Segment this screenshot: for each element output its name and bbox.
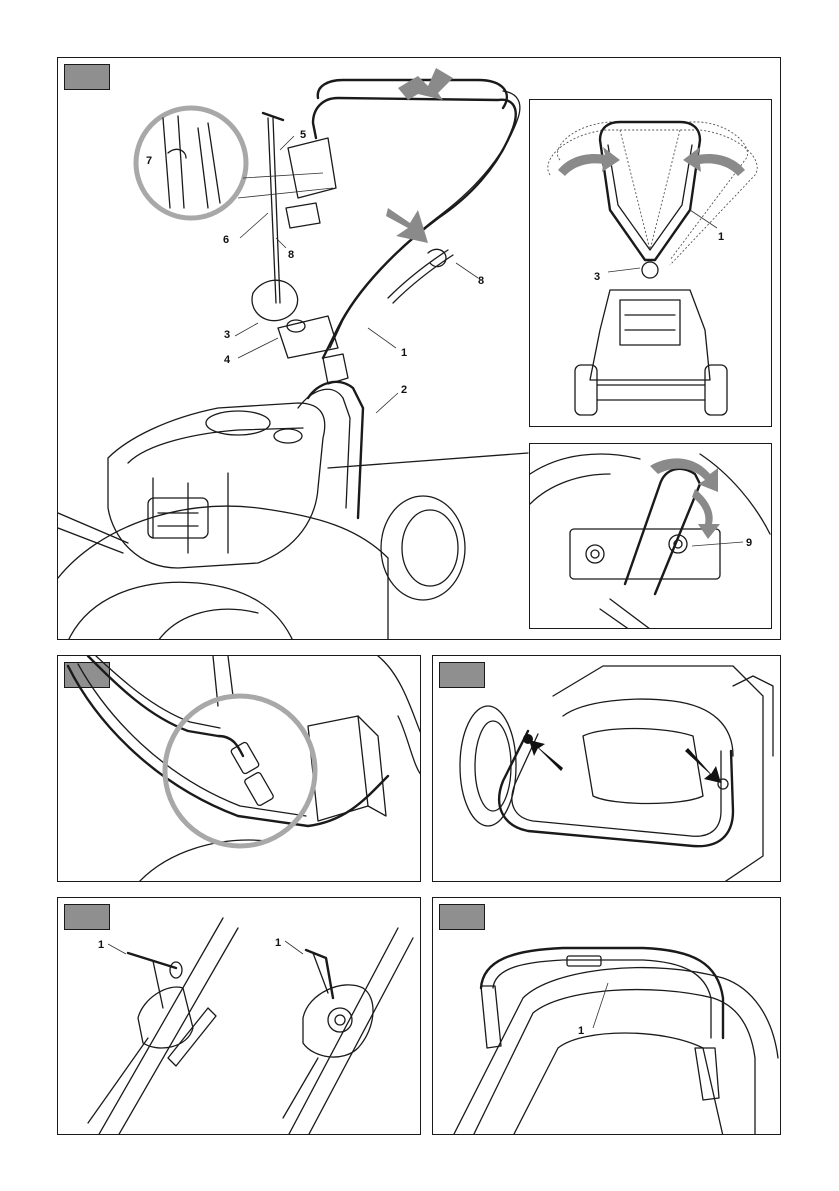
bolt-adjust-drawing: 9 — [530, 444, 772, 629]
callout-3: 3 — [224, 329, 230, 341]
figure-panel-cable-connector — [57, 655, 421, 882]
mower-body — [590, 290, 710, 380]
bolt-left — [586, 545, 604, 563]
cable — [268, 118, 280, 303]
mower-deck-outline — [58, 506, 388, 640]
push-down-arrow-icon — [386, 208, 428, 243]
cable-connector-drawing — [58, 656, 421, 882]
lever-flip-handle — [306, 950, 333, 998]
zoom-circle — [165, 696, 315, 846]
grip-clamp-right — [695, 1048, 719, 1100]
handle-label-plate — [567, 956, 601, 966]
callout-4: 4 — [224, 354, 231, 366]
cable-harness-upper — [88, 656, 243, 756]
callout-7: 7 — [146, 155, 152, 167]
callout-6: 6 — [223, 234, 229, 246]
callout-3: 3 — [594, 271, 600, 283]
swing-right-arrow-icon — [683, 147, 745, 176]
callout-9: 9 — [746, 537, 752, 549]
wheel-right — [705, 365, 727, 415]
upper-handle-bar-drawing: 1 — [433, 898, 781, 1135]
handle-fold-drawing: 1 3 — [530, 100, 772, 427]
callout-8-right: 8 — [478, 275, 484, 287]
callout-1: 1 — [401, 347, 407, 359]
handle-tube — [625, 469, 700, 594]
pointer-arrow-right-icon — [685, 748, 721, 783]
connector-socket — [244, 772, 275, 807]
figure-panel-upper-handle-bar: 1 — [432, 897, 781, 1135]
pointer-arrow-left-icon — [529, 740, 563, 771]
wheel-left — [575, 365, 597, 415]
pull-up-arrow-icon — [398, 68, 453, 100]
cable-harness-lower — [68, 666, 388, 826]
callout-8-left: 8 — [288, 249, 294, 261]
knob — [642, 262, 658, 278]
callout-1-right: 1 — [275, 937, 281, 949]
callout-2: 2 — [401, 384, 407, 396]
lower-handle-mount-drawing — [433, 656, 781, 882]
figure-panel-lower-handle-mount — [432, 655, 781, 882]
connector-plug — [230, 741, 260, 774]
grip-clamp-left — [481, 986, 501, 1048]
handle-frame — [453, 968, 778, 1135]
handle-tube-right — [288, 928, 413, 1135]
lever-t-handle — [128, 953, 176, 968]
swing-left-arrow-icon — [558, 147, 620, 176]
callout-1: 1 — [578, 1025, 584, 1037]
control-lever-drawing: 1 1 — [58, 898, 421, 1135]
inset-bolt-adjust: 9 — [529, 443, 772, 629]
callout-1: 1 — [718, 231, 724, 243]
wheel — [460, 706, 516, 826]
mounting-plate — [570, 529, 720, 579]
inset-handle-fold: 1 3 — [529, 99, 772, 427]
figure-panel-control-lever: 1 1 — [57, 897, 421, 1135]
handle-bracket — [278, 316, 338, 358]
callout-1-left: 1 — [98, 939, 104, 951]
callout-5: 5 — [300, 129, 306, 141]
zoom-circle — [136, 108, 246, 218]
figure-panel-handle-assembly: 5 7 6 8 3 4 1 2 8 1 3 — [57, 57, 781, 640]
